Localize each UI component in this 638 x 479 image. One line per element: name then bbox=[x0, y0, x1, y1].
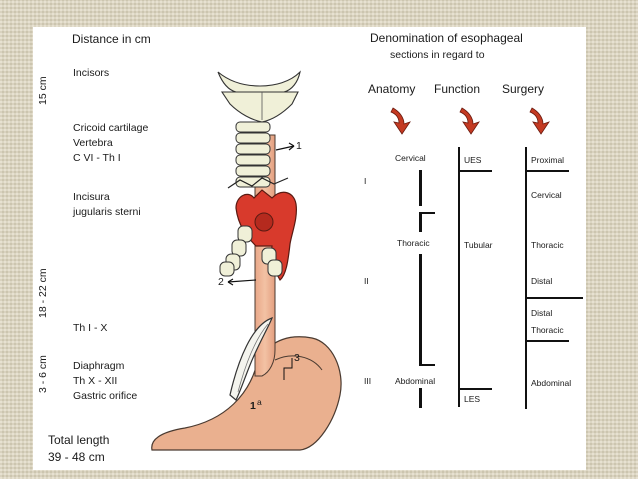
anatomy-bar-cervical bbox=[419, 170, 422, 206]
label-thx-xii: Th X - XII bbox=[73, 375, 118, 387]
incisura-outline bbox=[227, 177, 289, 189]
marker-3-bracket bbox=[283, 358, 293, 380]
bronchi-rings bbox=[219, 225, 283, 277]
marker-4: 1 bbox=[250, 400, 256, 412]
surgery-distal-2: Distal bbox=[531, 308, 553, 318]
surgery-line-1 bbox=[525, 170, 569, 172]
trachea-rings bbox=[235, 121, 271, 188]
function-ues-line bbox=[458, 170, 492, 172]
column-function: Function bbox=[434, 82, 481, 96]
column-surgery: Surgery bbox=[502, 82, 545, 96]
surgery-distal: Distal bbox=[531, 276, 553, 286]
label-incisors: Incisors bbox=[73, 67, 110, 79]
anatomy-abdominal: Abdominal bbox=[395, 376, 436, 386]
stomach-shape bbox=[151, 336, 342, 451]
aorta-arch bbox=[235, 189, 297, 281]
marker-2-arrow bbox=[227, 279, 257, 283]
marker-1-arrow bbox=[275, 145, 295, 151]
anatomy-bar-thoracic bbox=[419, 254, 422, 364]
roman-iii: III bbox=[364, 376, 372, 386]
anatomy-tick-top bbox=[419, 212, 435, 214]
label-jugularis: jugularis sterni bbox=[73, 206, 141, 218]
measure-15cm: 15 cm bbox=[37, 76, 49, 105]
surgery-thoracic-2: Thoracic bbox=[531, 325, 564, 335]
label-cvi-thi: C VI - Th I bbox=[73, 152, 121, 164]
function-arrow bbox=[459, 107, 480, 135]
surgery-proximal: Proximal bbox=[531, 155, 565, 165]
roman-ii: II bbox=[364, 276, 369, 286]
anatomy-bar-thoracic-top bbox=[419, 212, 422, 232]
distance-header: Distance in cm bbox=[72, 32, 151, 46]
anatomy-tick-bottom bbox=[419, 364, 435, 366]
function-tubular: Tubular bbox=[464, 240, 493, 250]
label-diaphragm: Diaphragm bbox=[73, 360, 125, 372]
measure-18-22cm: 18 - 22 cm bbox=[37, 268, 49, 318]
function-les-line bbox=[458, 388, 492, 390]
label-incisura: Incisura bbox=[73, 191, 110, 203]
marker-1: 1 bbox=[296, 140, 302, 152]
surgery-line-3 bbox=[525, 340, 569, 342]
thyroid-cartilage bbox=[220, 91, 299, 123]
surgery-abdominal: Abdominal bbox=[531, 378, 572, 388]
surgery-arrow bbox=[529, 107, 550, 135]
denomination-header-line1: Denomination of esophageal bbox=[370, 31, 523, 45]
roman-i: I bbox=[364, 176, 367, 186]
surgery-thoracic: Thoracic bbox=[531, 240, 564, 250]
marker-3: 3 bbox=[294, 352, 300, 364]
function-bar bbox=[458, 147, 460, 407]
column-anatomy: Anatomy bbox=[368, 82, 416, 96]
label-cricoid: Cricoid cartilage bbox=[73, 122, 149, 134]
anatomy-arrow bbox=[390, 107, 411, 135]
denomination-header-line2: sections in regard to bbox=[390, 49, 485, 61]
function-les: LES bbox=[464, 394, 481, 404]
label-th1x: Th I - X bbox=[73, 322, 108, 334]
hyoid-shape bbox=[217, 70, 301, 93]
stomach-fold bbox=[274, 355, 323, 371]
label-total-value: 39 - 48 cm bbox=[48, 450, 105, 464]
marker-4-sup: a bbox=[257, 397, 262, 407]
label-gastric-orifice: Gastric orifice bbox=[73, 390, 138, 402]
label-total-length: Total length bbox=[48, 433, 110, 447]
diaphragm-shape bbox=[229, 316, 274, 401]
function-ues: UES bbox=[464, 155, 482, 165]
label-vertebra: Vertebra bbox=[73, 137, 113, 149]
anatomy-bar-abdominal bbox=[419, 388, 422, 408]
measure-3-6cm: 3 - 6 cm bbox=[37, 355, 49, 393]
anatomy-cervical: Cervical bbox=[395, 153, 426, 163]
anatomy-thoracic: Thoracic bbox=[397, 238, 430, 248]
surgery-line-2 bbox=[525, 297, 583, 299]
surgery-bar bbox=[525, 147, 527, 409]
marker-2: 2 bbox=[218, 276, 224, 288]
surgery-cervical: Cervical bbox=[531, 190, 562, 200]
